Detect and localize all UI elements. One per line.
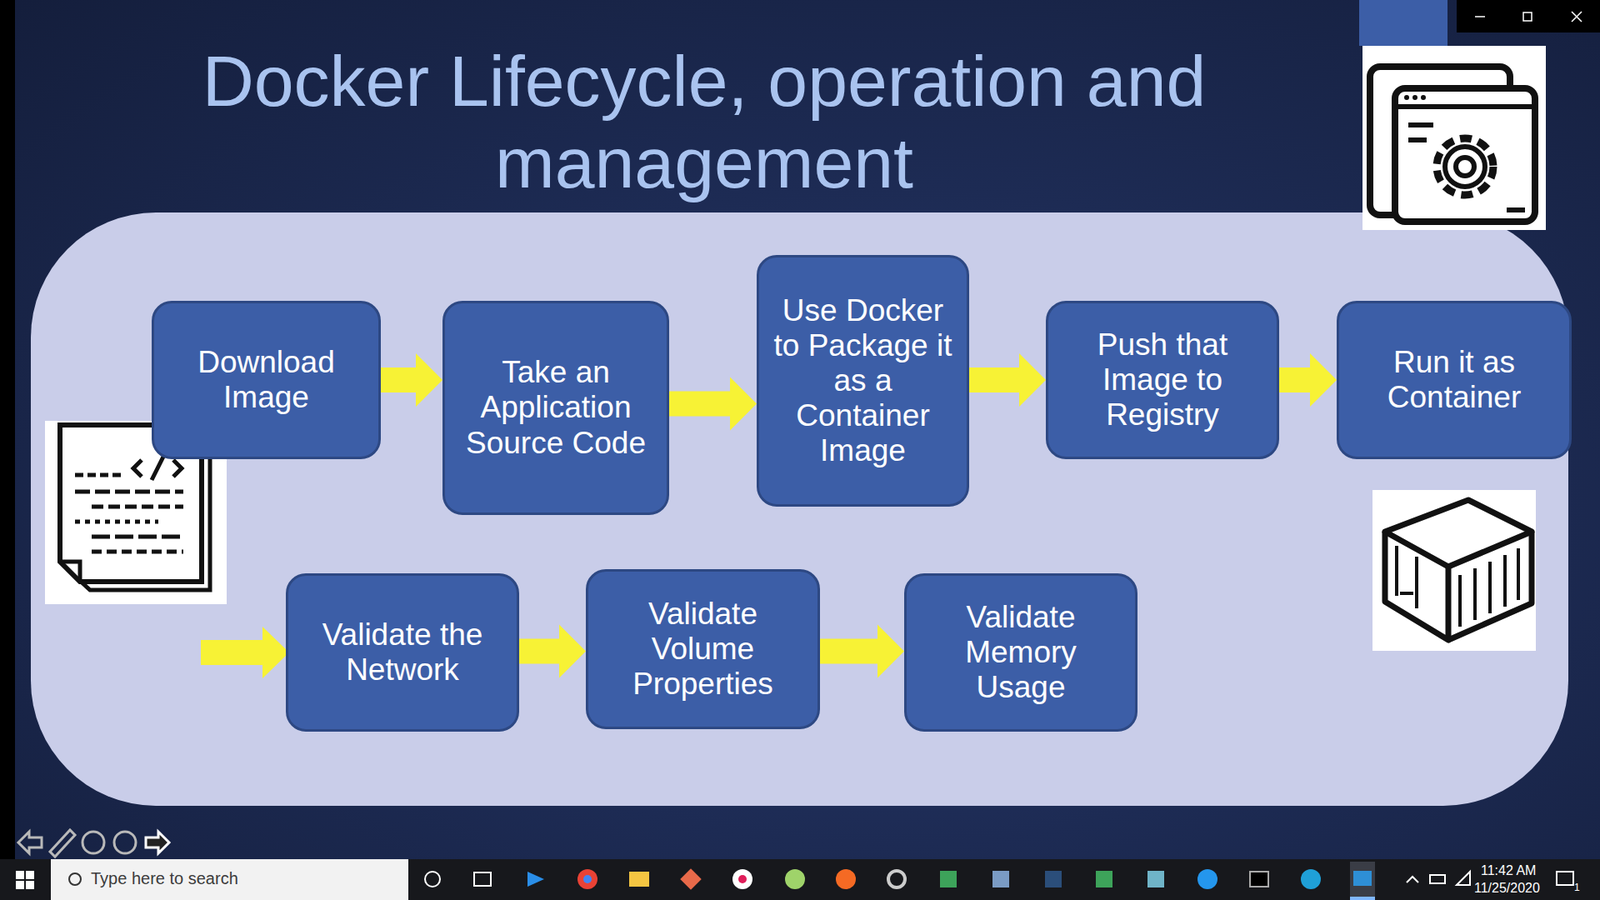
process-box: Download Image (151, 300, 381, 460)
process-box: Validate Memory Usage (904, 573, 1138, 732)
search-placeholder: Type here to search (90, 869, 239, 889)
box-label: Validate Volume Properties (600, 596, 806, 703)
close-icon (1571, 11, 1582, 22)
process-box: Take an Application Source Code (442, 300, 670, 515)
process-box: Use Docker to Package it as a Container … (756, 255, 970, 507)
window-controls (1456, 0, 1600, 33)
flow-arrow (969, 353, 1046, 407)
flow-arrow (669, 377, 757, 431)
box-label: Push that Image to Registry (1060, 327, 1265, 434)
notification-count: 1 (1574, 881, 1580, 894)
box-label: Validate the Network (300, 617, 505, 688)
slideshow-controls (18, 830, 170, 857)
flow-arrow (820, 625, 905, 679)
box-label: Take an Application Source Code (456, 355, 655, 461)
box-label: Download Image (165, 345, 367, 415)
box-label: Run it as Container (1350, 345, 1558, 415)
box-label: Validate Memory Usage (918, 600, 1124, 706)
box-label: Use Docker to Package it as a Container … (770, 293, 955, 470)
flow-arrow (519, 625, 586, 679)
process-box: Run it as Container (1336, 300, 1572, 460)
flow-arrow (380, 353, 443, 407)
title-tab (1359, 0, 1448, 46)
gear-icon (1362, 45, 1546, 230)
process-box: Push that Image to Registry (1045, 300, 1280, 460)
lead-in-arrow (200, 626, 290, 679)
process-box: Validate Volume Properties (585, 569, 820, 730)
clock-time: 11:42 AM (1480, 863, 1536, 879)
minimize-icon (1475, 15, 1485, 18)
clock-date: 11/25/2020 (1474, 880, 1540, 896)
process-box: Validate the Network (285, 573, 520, 732)
flow-arrow (1279, 353, 1337, 407)
taskbar-icons (15, 861, 1574, 900)
container-icon (1372, 490, 1536, 651)
restore-icon (1523, 12, 1532, 21)
slide-title: Docker Lifecycle, operation and manageme… (120, 40, 1288, 204)
